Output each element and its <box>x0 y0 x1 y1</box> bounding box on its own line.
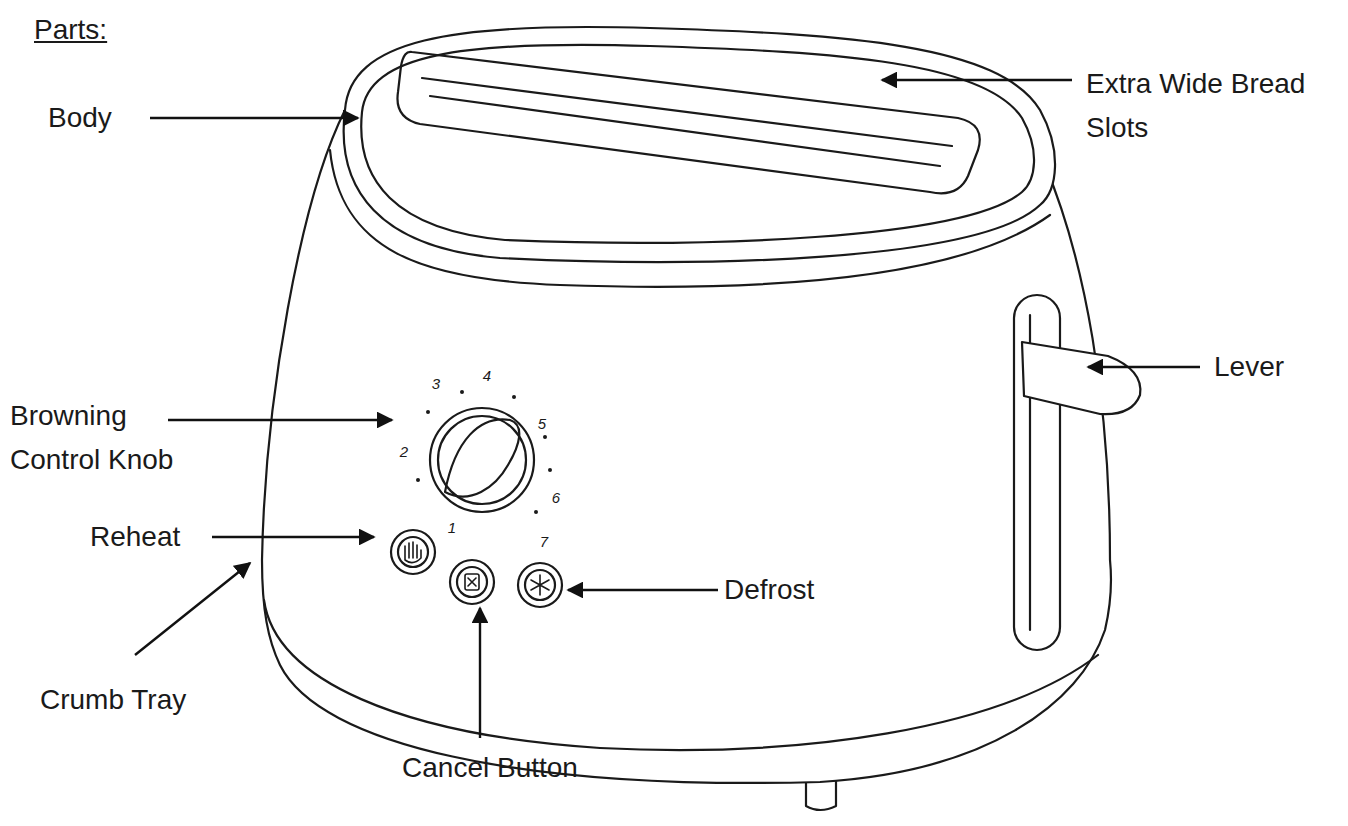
reheat-button <box>391 530 435 574</box>
leader-arrow <box>479 608 481 738</box>
leader-arrow <box>150 117 358 119</box>
reheat-button <box>398 537 428 567</box>
leader-arrow <box>1088 366 1200 368</box>
part-label: Cancel Button <box>402 746 578 790</box>
part-label: Lever <box>1214 345 1284 389</box>
leader-arrow <box>568 589 718 591</box>
browning-knob <box>430 408 534 512</box>
defrost-button <box>525 570 555 600</box>
part-label: Body <box>48 96 112 140</box>
dial-number: 4 <box>483 367 491 385</box>
part-label: Browning Control Knob <box>10 394 206 482</box>
dial-number: 1 <box>448 519 456 537</box>
cancel-icon <box>468 578 476 586</box>
parts-heading: Parts: <box>34 12 107 48</box>
leader-arrow <box>882 79 1072 81</box>
toaster-lid-rim <box>330 150 1050 287</box>
cancel-button <box>450 560 494 604</box>
bread-slot-inner <box>422 78 952 146</box>
part-label: Extra Wide Bread Slots <box>1086 62 1342 150</box>
toaster-lid <box>344 27 1055 262</box>
dial-number: 6 <box>552 489 560 507</box>
part-label: Crumb Tray <box>40 678 186 722</box>
defrost-icon <box>531 575 549 595</box>
cancel-button <box>457 567 487 597</box>
toaster-lid-rim <box>361 45 1034 243</box>
dial-number: 7 <box>540 533 548 551</box>
part-label: Reheat <box>90 515 180 559</box>
leader-arrow <box>212 536 374 538</box>
leader-arrow <box>135 563 250 655</box>
lever <box>1022 342 1140 414</box>
browning-knob-rim <box>438 416 526 504</box>
reheat-icon <box>405 542 421 563</box>
dial-number: 5 <box>538 415 546 433</box>
part-label: Defrost <box>724 568 814 612</box>
cancel-icon <box>465 574 479 590</box>
dial-number: 3 <box>432 375 440 393</box>
toaster-base-line <box>264 600 1098 750</box>
defrost-button <box>518 563 562 607</box>
leader-arrow <box>168 419 392 421</box>
dial-ticks <box>416 390 552 514</box>
browning-knob-grip <box>445 419 519 496</box>
bread-slot-inner <box>430 96 940 166</box>
bread-slot <box>397 52 979 194</box>
dial-number: 2 <box>400 443 408 461</box>
